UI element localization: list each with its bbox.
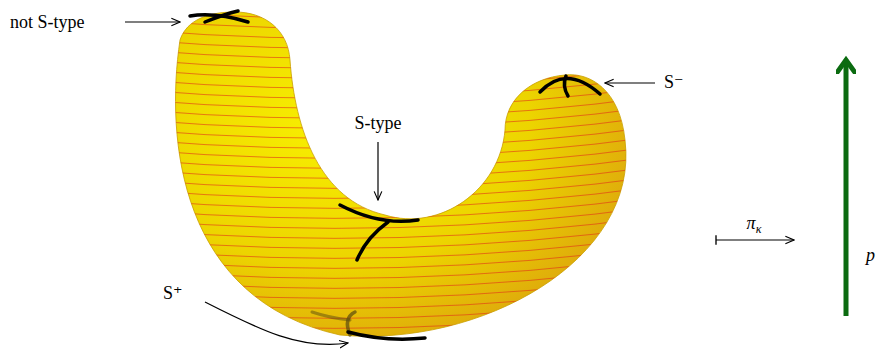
label: p (866, 246, 875, 264)
level-curve (140, 326, 660, 348)
level-curve (140, 246, 660, 268)
pointers (125, 22, 794, 344)
label: S-type (355, 114, 402, 132)
level-curve (140, 76, 660, 98)
label: πκ (747, 214, 762, 232)
pointer (605, 82, 655, 83)
mark (312, 312, 350, 320)
level-curve (140, 206, 660, 228)
level-curve (140, 56, 660, 78)
level-curve (140, 156, 660, 178)
pointer (125, 21, 180, 22)
level-curve (140, 0, 660, 8)
pointer (205, 302, 348, 344)
level-curve (140, 296, 660, 318)
mark (564, 76, 568, 96)
level-curve (140, 276, 660, 298)
level-curve (140, 36, 660, 58)
level-curve (140, 6, 660, 28)
level-curve (140, 66, 660, 88)
level-curve (140, 286, 660, 308)
label: S⁻ (664, 73, 684, 91)
level-curve (140, 306, 660, 328)
level-curve (140, 226, 660, 248)
level-curve (140, 186, 660, 208)
mark (348, 332, 425, 339)
mark (540, 78, 600, 94)
level-curve (140, 256, 660, 278)
level-curve (140, 236, 660, 258)
level-curve (140, 86, 660, 108)
level-curve (140, 316, 660, 338)
mark (205, 11, 238, 22)
level-curve (140, 196, 660, 218)
level-curve (140, 146, 660, 168)
label: not S-type (10, 13, 85, 31)
level-curve (140, 16, 660, 38)
marks (190, 11, 600, 339)
symbol: π (747, 213, 756, 233)
map-arrow (716, 239, 794, 240)
pointer (377, 142, 378, 200)
level-curve (140, 176, 660, 198)
label: S⁺ (163, 284, 183, 302)
level-curve (140, 216, 660, 238)
level-curve (140, 136, 660, 158)
level-curve (140, 266, 660, 288)
level-curve (140, 46, 660, 68)
level-curve (140, 26, 660, 48)
mark (357, 222, 388, 260)
level-curve (140, 166, 660, 188)
mark (340, 205, 418, 221)
subscript: κ (756, 222, 762, 236)
level-curves (140, 0, 660, 349)
height-arrow (844, 62, 849, 316)
